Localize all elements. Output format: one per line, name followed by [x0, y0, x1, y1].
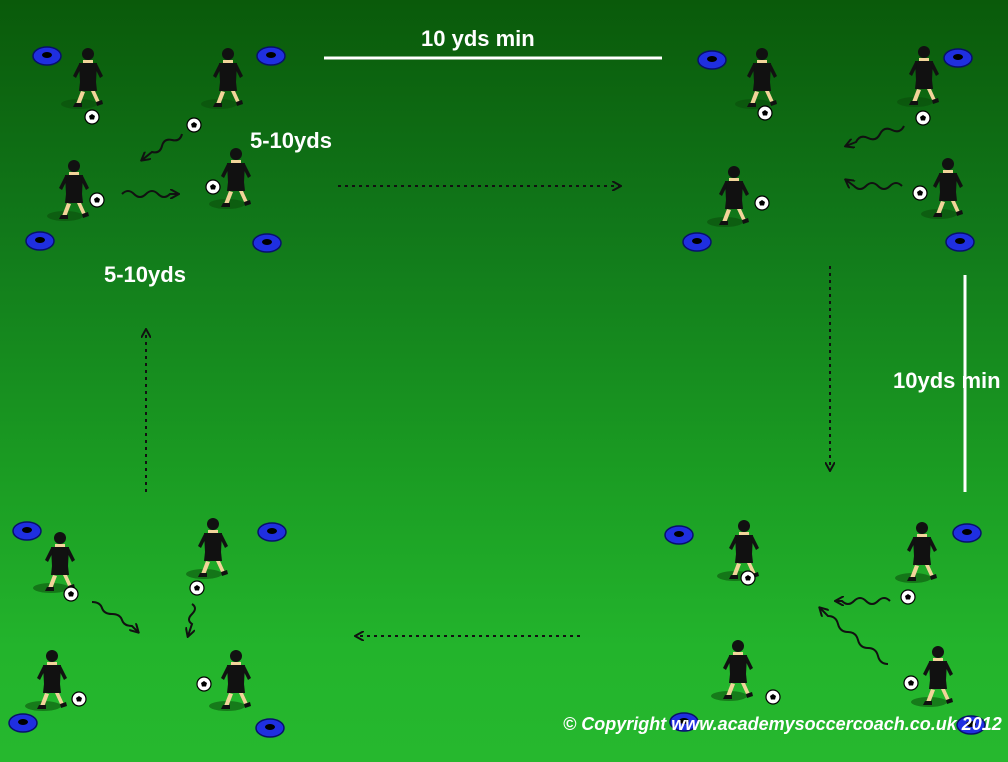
cone-icon	[255, 718, 285, 738]
top-distance-label: 10 yds min	[421, 26, 535, 51]
right-distance-label: 10yds min	[893, 368, 1001, 393]
cone-icon	[8, 713, 38, 733]
wavy-arrow-icon	[846, 180, 903, 190]
player-icon	[25, 650, 67, 711]
wavy-arrow-icon	[188, 603, 196, 636]
player-icon	[717, 520, 759, 581]
cone-icon	[682, 232, 712, 252]
player-icon	[735, 48, 777, 109]
soccer-ball-icon	[205, 179, 221, 195]
cone-icon	[952, 523, 982, 543]
player-icon	[33, 532, 75, 593]
soccer-ball-icon	[765, 689, 781, 705]
player-icon	[209, 650, 251, 711]
soccer-ball-icon	[71, 691, 87, 707]
player-icon	[209, 148, 251, 209]
soccer-ball-icon	[740, 570, 756, 586]
soccer-ball-icon	[915, 110, 931, 126]
soccer-ball-icon	[196, 676, 212, 692]
player-icon	[47, 160, 89, 221]
wavy-arrow-icon	[846, 125, 905, 146]
soccer-ball-icon	[757, 105, 773, 121]
soccer-ball-icon	[63, 586, 79, 602]
cone-icon	[12, 521, 42, 541]
player-icon	[711, 640, 753, 701]
player-icon	[186, 518, 228, 579]
player-icon	[897, 46, 939, 107]
soccer-ball-icon	[900, 589, 916, 605]
soccer-ball-icon	[84, 109, 100, 125]
cone-icon	[32, 46, 62, 66]
wavy-arrow-icon	[820, 608, 889, 665]
grid-height-label: 5-10yds	[104, 262, 186, 287]
soccer-ball-icon	[186, 117, 202, 133]
cone-icon	[256, 46, 286, 66]
player-icon	[201, 48, 243, 109]
wavy-arrow-icon	[142, 133, 183, 160]
player-icon	[911, 646, 953, 707]
soccer-ball-icon	[912, 185, 928, 201]
grid-top-left	[25, 46, 286, 253]
cone-icon	[257, 522, 287, 542]
cone-icon	[697, 50, 727, 70]
soccer-ball-icon	[89, 192, 105, 208]
cone-icon	[25, 231, 55, 251]
grid-width-label: 5-10yds	[250, 128, 332, 153]
cone-icon	[252, 233, 282, 253]
player-icon	[707, 166, 749, 227]
wavy-arrow-icon	[121, 191, 178, 197]
cone-icon	[664, 525, 694, 545]
copyright-notice: © Copyright www.academysoccercoach.co.uk…	[563, 714, 1002, 734]
wavy-arrow-icon	[91, 601, 138, 632]
player-icon	[895, 522, 937, 583]
grid-top-right	[682, 46, 975, 252]
grid-bottom-left	[8, 518, 287, 738]
wavy-arrow-icon	[836, 598, 891, 604]
grid-bottom-right	[664, 520, 986, 735]
soccer-ball-icon	[754, 195, 770, 211]
soccer-ball-icon	[189, 580, 205, 596]
player-icon	[61, 48, 103, 109]
player-icon	[921, 158, 963, 219]
cone-icon	[943, 48, 973, 68]
cone-icon	[945, 232, 975, 252]
soccer-ball-icon	[903, 675, 919, 691]
